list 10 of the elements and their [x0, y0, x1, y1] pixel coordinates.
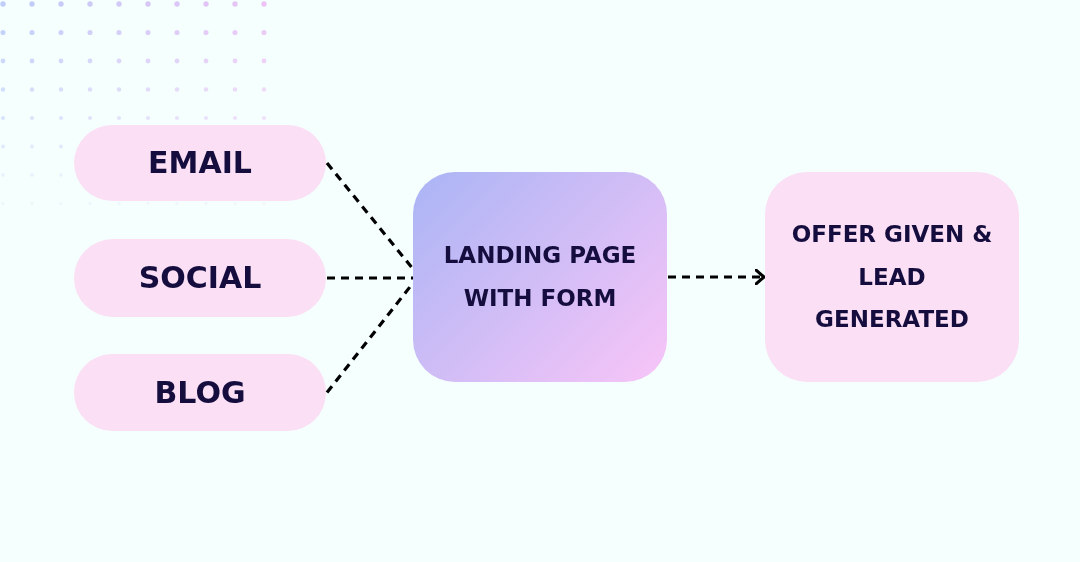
dashed-connector [327, 276, 413, 280]
node-label: EMAIL [148, 145, 252, 181]
process-box [765, 172, 1019, 382]
node-label: SOCIAL [138, 260, 262, 296]
dashed-connector [325, 162, 415, 270]
process-box [413, 172, 667, 382]
dashed-connector [668, 268, 766, 286]
node-label: LANDING PAGE WITH FORM [442, 241, 638, 313]
node-label: OFFER GIVEN & LEAD GENERATED [790, 220, 994, 335]
node-label: BLOG [154, 374, 246, 411]
